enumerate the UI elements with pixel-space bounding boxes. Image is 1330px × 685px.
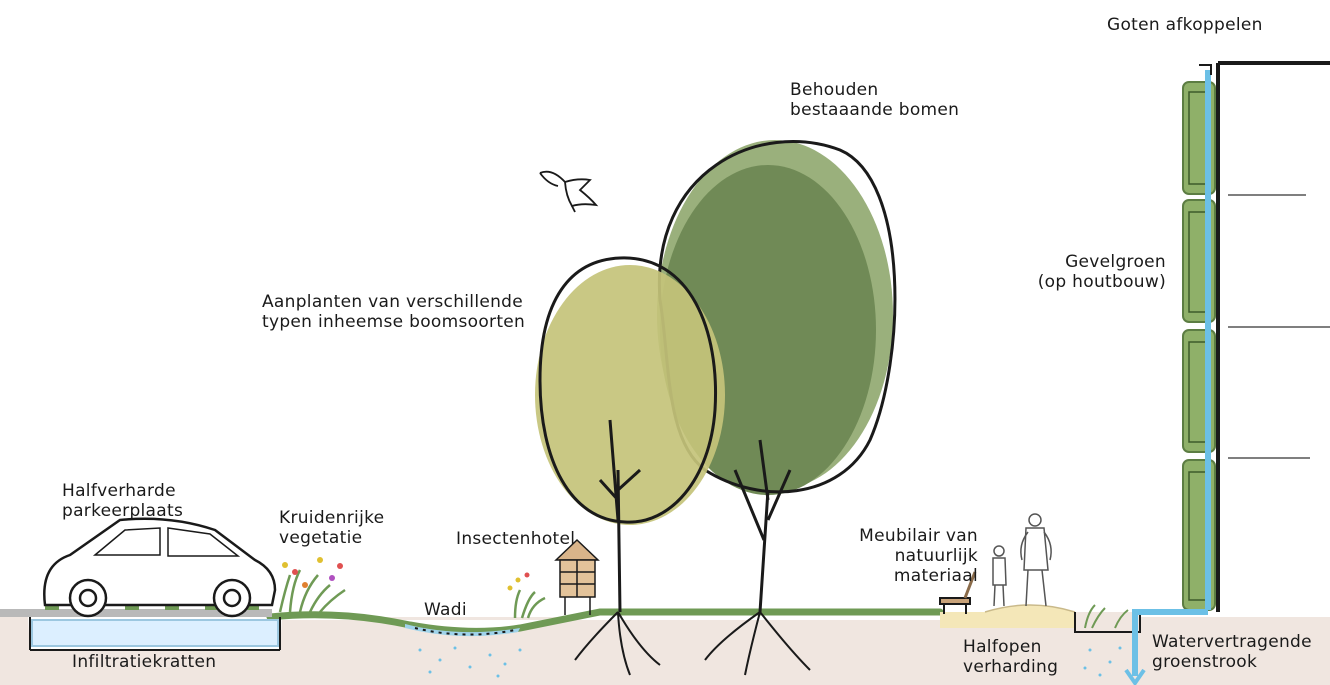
label-goten-afkoppelen: Goten afkoppelen [1107,15,1263,35]
label-wadi: Wadi [424,600,467,620]
label-halfverharde-parkeerplaats: Halfverharde parkeerplaats [62,481,183,521]
herb-vegetation-icon [280,557,345,612]
label-infiltratiekratten: Infiltratiekratten [72,652,216,672]
building-facade [1126,63,1330,683]
insect-hotel-icon [556,540,598,615]
ground-section [0,604,1330,685]
label-kruidenrijke-vegetatie: Kruidenrijke vegetatie [279,508,384,548]
label-behouden-bomen: Behouden bestaaande bomen [790,80,959,120]
infiltration-crates [32,620,278,646]
label-watervertragende-groenstrook: Watervertragende groenstrook [1152,632,1312,672]
people-icon [993,514,1051,606]
label-gevelgroen: Gevelgroen (op houtbouw) [1030,252,1166,292]
bird-icon [540,172,596,212]
car-icon [44,519,275,616]
wadi-plants-icon [508,573,546,619]
label-aanplanten: Aanplanten van verschillende typen inhee… [262,292,525,332]
label-meubilair: Meubilair van natuurlijk materiaal [832,526,978,586]
label-insectenhotel: Insectenhotel [456,529,575,549]
label-halfopen-verharding: Halfopen verharding [963,637,1058,677]
